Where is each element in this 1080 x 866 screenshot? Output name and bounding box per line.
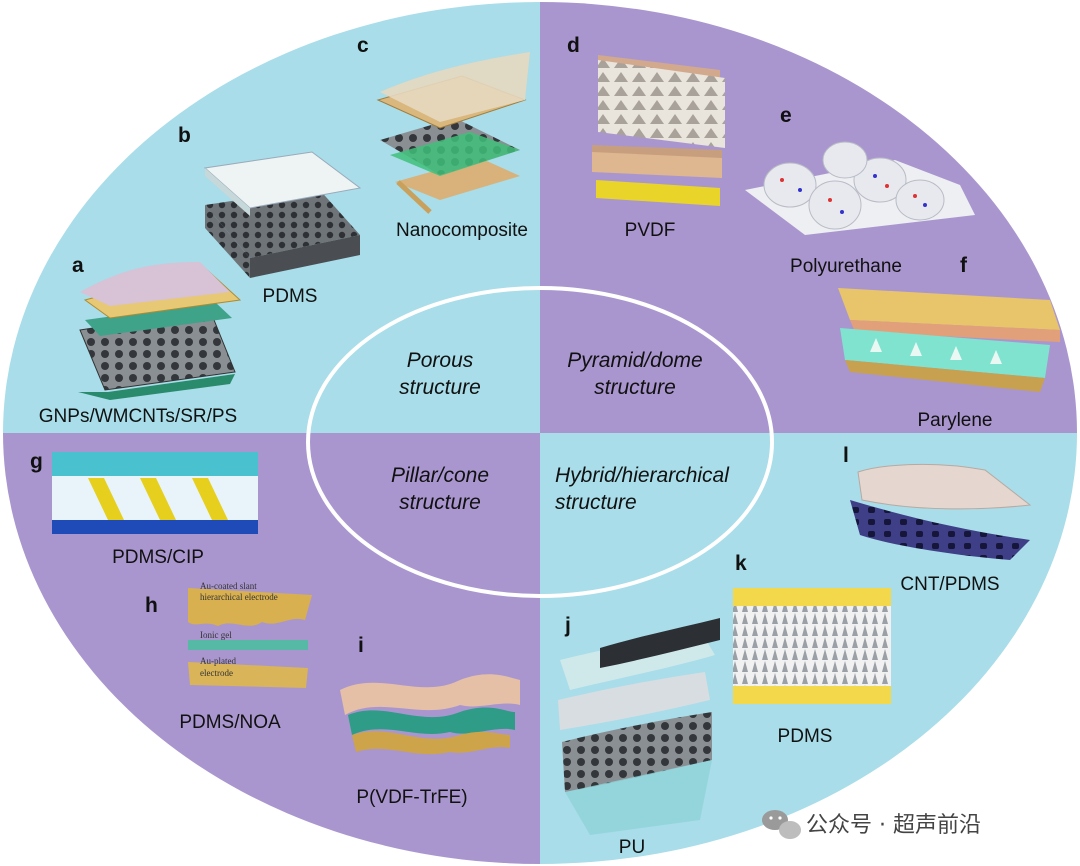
panel-h-note-2: hierarchical electrode	[200, 592, 278, 602]
panel-e-illustration	[745, 141, 975, 235]
panel-i-label: P(VDF-TrFE)	[356, 787, 467, 808]
panel-e-letter: e	[780, 104, 792, 127]
panel-f-label: Parylene	[918, 410, 993, 431]
panel-i-illustration	[340, 674, 520, 755]
panel-b-label: PDMS	[263, 286, 318, 307]
panel-l-label: CNT/PDMS	[900, 574, 999, 595]
panel-l-letter: l	[843, 444, 849, 467]
panel-g-letter: g	[30, 450, 43, 473]
category-hybrid-line2: structure	[555, 491, 637, 514]
panel-h-note-3: Ionic gel	[200, 630, 232, 640]
center-ring	[306, 286, 774, 598]
panel-j-letter: j	[564, 614, 571, 637]
panel-h-note-1: Au-coated slant	[200, 581, 257, 591]
panel-d-illustration	[592, 55, 725, 206]
watermark: 公众号 · 超声前沿	[762, 810, 981, 839]
panel-d-label: PVDF	[625, 220, 676, 241]
category-hybrid-line1: Hybrid/hierarchical	[555, 464, 730, 487]
panel-k-illustration	[733, 588, 891, 704]
panel-g-label: PDMS/CIP	[112, 547, 204, 568]
panel-c-illustration	[376, 52, 530, 214]
panel-j-illustration	[558, 618, 720, 835]
panel-a-illustration	[78, 262, 242, 400]
category-pillar-line1: Pillar/cone	[391, 464, 489, 487]
category-pyramid-line1: Pyramid/dome	[567, 349, 702, 372]
panel-k-letter: k	[735, 552, 747, 575]
panel-a-label: GNPs/WMCNTs/SR/PS	[39, 406, 237, 427]
category-pillar-line2: structure	[399, 491, 481, 514]
category-porous-line2: structure	[399, 376, 481, 399]
category-porous-line1: Porous	[407, 349, 474, 372]
panel-a-letter: a	[72, 254, 84, 277]
panel-h-illustration	[188, 588, 312, 688]
panel-g-illustration	[52, 452, 258, 534]
panel-f-illustration	[838, 288, 1060, 392]
panel-k-label: PDMS	[778, 726, 833, 747]
panel-b-illustration	[203, 151, 362, 278]
panel-l-illustration	[850, 463, 1032, 560]
panel-d-letter: d	[567, 34, 580, 57]
panel-i-letter: i	[358, 634, 364, 657]
panel-h-note-4: Au-plated	[200, 656, 236, 666]
panel-h-label: PDMS/NOA	[179, 712, 281, 733]
panel-c-label: Nanocomposite	[396, 220, 528, 241]
wechat-icon	[762, 810, 801, 839]
panel-b-letter: b	[178, 124, 191, 147]
panel-f-letter: f	[960, 254, 968, 277]
watermark-text: 公众号 · 超声前沿	[806, 813, 981, 838]
panel-h-letter: h	[145, 594, 158, 617]
panel-h-note-5: electrode	[200, 668, 233, 678]
panel-e-label: Polyurethane	[790, 256, 902, 277]
category-pyramid-line2: structure	[594, 376, 676, 399]
panel-c-letter: c	[357, 34, 369, 57]
panel-j-label: PU	[619, 837, 645, 858]
